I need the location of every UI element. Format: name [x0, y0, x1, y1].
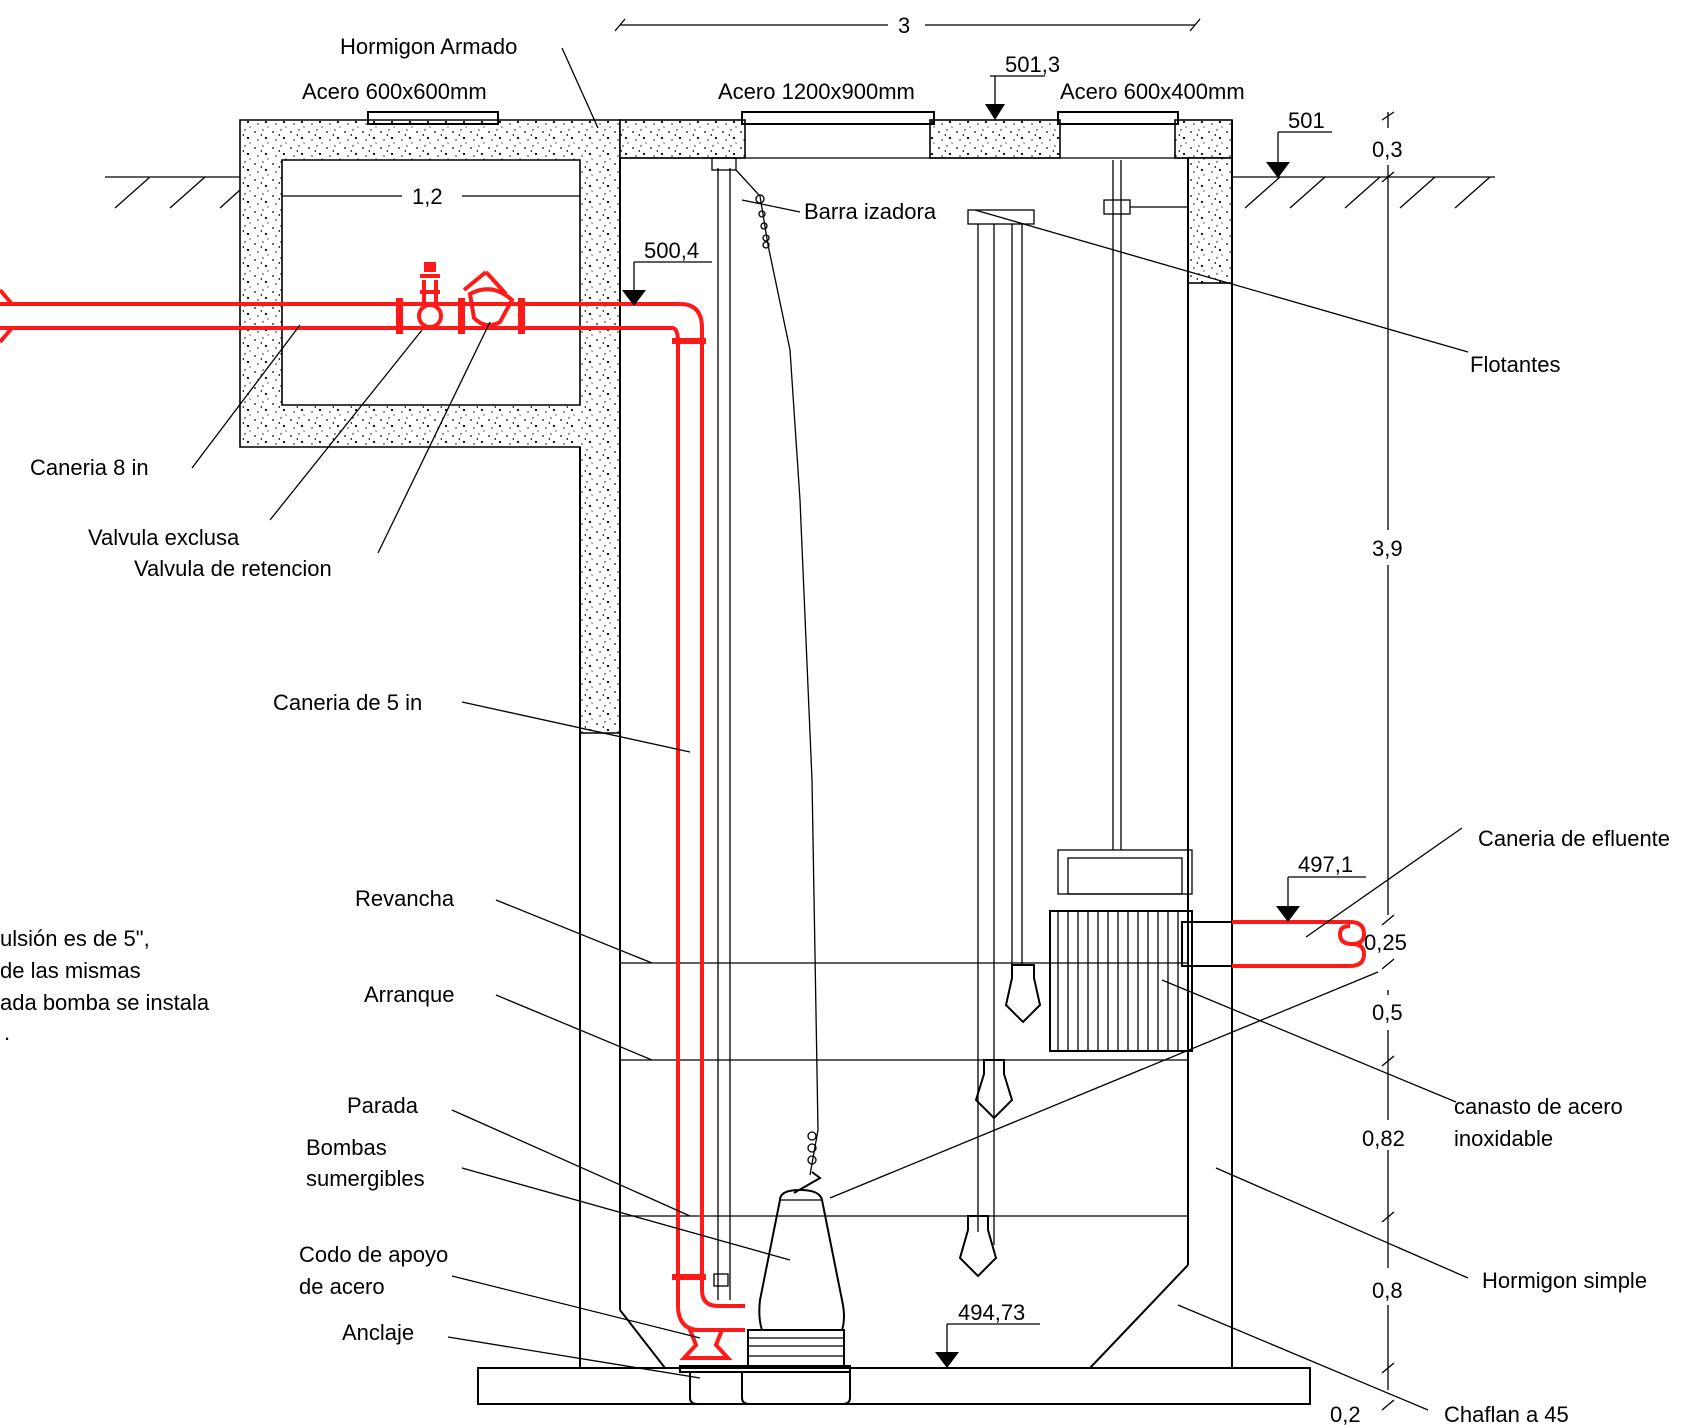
note-line-1: ulsión es de 5",: [0, 926, 150, 951]
note-line-4: .: [4, 1020, 10, 1045]
label-barra-izadora: Barra izadora: [804, 199, 937, 224]
down-triangle-icon: [622, 261, 712, 306]
anchor-bolts: [689, 1372, 851, 1405]
dim-arranque: 0,82: [1362, 1126, 1405, 1151]
level-ground: 501: [1288, 108, 1325, 133]
reinforced-concrete-structure: [239, 119, 1233, 734]
down-triangle-icon: [1266, 131, 1332, 178]
dim-depth: 3,9: [1372, 536, 1403, 561]
dim-slab: 0,3: [1372, 137, 1403, 162]
dim-pipe: 0,25: [1364, 930, 1407, 955]
level-markers: [622, 75, 1366, 1368]
guide-rails: [711, 157, 737, 1300]
label-parada: Parada: [347, 1093, 419, 1118]
label-caneria-efluente: Caneria de efluente: [1478, 826, 1670, 851]
label-bombas-line2: sumergibles: [306, 1166, 425, 1191]
down-triangle-icon: [1276, 876, 1366, 922]
level-pipe-inlet: 500,4: [644, 238, 699, 263]
side-note: ulsión es de 5", de las mismas ada bomba…: [0, 926, 210, 1045]
label-chaflan: Chaflan a 45: [1444, 1402, 1569, 1425]
label-acero-600x400: Acero 600x400mm: [1060, 79, 1245, 104]
label-codo-line2: de acero: [299, 1274, 385, 1299]
float-rod-right: [1103, 160, 1188, 850]
note-line-3: ada bomba se instala: [0, 990, 210, 1015]
effluent-pipe: [1181, 920, 1367, 968]
level-values: 501,3 501 500,4 497,1 494,73: [644, 52, 1353, 1325]
callout-labels: Hormigon Armado Acero 600x600mm Acero 12…: [30, 34, 1670, 1425]
level-cover: 501,3: [1005, 52, 1060, 77]
label-acero-1200x900: Acero 1200x900mm: [718, 79, 915, 104]
dim-width-total: 3: [898, 13, 910, 38]
label-caneria-5in: Caneria de 5 in: [273, 690, 422, 715]
label-caneria-8in: Caneria 8 in: [30, 455, 149, 480]
label-valvula-retencion: Valvula de retencion: [134, 556, 332, 581]
float-bulb-icon: [958, 964, 1042, 1278]
dim-width-chamber: 1,2: [412, 184, 443, 209]
label-arranque: Arranque: [364, 982, 455, 1007]
label-canasto-line1: canasto de acero: [1454, 1094, 1623, 1119]
label-acero-600x600: Acero 600x600mm: [302, 79, 487, 104]
label-hormigon-armado: Hormigon Armado: [340, 34, 517, 59]
stainless-steel-basket: [1049, 849, 1193, 1052]
label-valvula-exclusa: Valvula exclusa: [88, 525, 240, 550]
down-triangle-icon: [935, 1323, 1040, 1368]
label-anclaje: Anclaje: [342, 1320, 414, 1345]
label-flotantes: Flotantes: [1470, 352, 1561, 377]
dim-base: 0,2: [1330, 1402, 1361, 1425]
label-hormigon-simple: Hormigon simple: [1482, 1268, 1647, 1293]
label-bombas-line1: Bombas: [306, 1135, 387, 1160]
level-bottom: 494,73: [958, 1300, 1025, 1325]
steel-covers: [367, 111, 1179, 125]
level-effluent: 497,1: [1298, 852, 1353, 877]
label-codo-line1: Codo de apoyo: [299, 1242, 448, 1267]
check-valve-icon: [462, 270, 515, 328]
floats: [967, 209, 1035, 1245]
note-line-2: de las mismas: [0, 958, 141, 983]
ground-line: [105, 176, 1495, 209]
label-canasto-line2: inoxidable: [1454, 1126, 1553, 1151]
dimension-lines: [282, 18, 1395, 1411]
label-revancha: Revancha: [355, 886, 455, 911]
wet-well-walls: [477, 120, 1311, 1405]
lifting-chain: [735, 169, 819, 1176]
dim-revancha: 0,5: [1372, 1000, 1403, 1025]
gate-valve-icon: [417, 262, 443, 329]
submersible-pump-icon: [679, 1171, 851, 1373]
down-triangle-icon: [985, 75, 1045, 120]
leader-lines: [191, 47, 1469, 1411]
discharge-piping: [0, 288, 745, 1360]
dimension-values: 3 1,2 0,3 3,9 0,25 0,5 0,82 0,8 0,2: [412, 13, 1407, 1425]
dim-parada: 0,8: [1372, 1278, 1403, 1303]
